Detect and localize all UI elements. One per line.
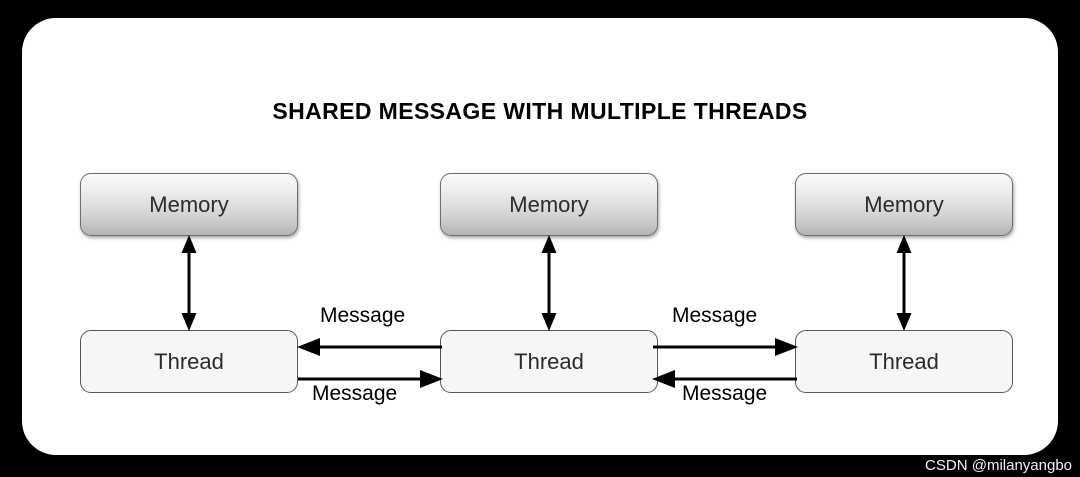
arrow-left-icon-right-to-center (651, 367, 799, 391)
message-label-center-to-left: Message (320, 304, 406, 327)
thread-label: Thread (869, 348, 939, 374)
message-label-right-to-center: Message (682, 382, 768, 405)
watermark: CSDN @milanyangbo (925, 457, 1072, 474)
double-arrow-icon-memory-thread-right (889, 234, 919, 332)
memory-box-left: Memory (80, 173, 298, 236)
memory-box-right: Memory (795, 173, 1013, 236)
thread-label: Thread (154, 348, 224, 374)
page-title: SHARED MESSAGE WITH MULTIPLE THREADS (272, 98, 808, 124)
message-label-left-to-center: Message (312, 382, 398, 405)
memory-label: Memory (509, 191, 589, 217)
thread-box-left: Thread (80, 330, 298, 393)
double-arrow-icon-memory-thread-left (174, 234, 204, 332)
double-arrow-icon-memory-thread-center (534, 234, 564, 332)
thread-box-right: Thread (795, 330, 1013, 393)
memory-box-center: Memory (440, 173, 658, 236)
arrow-right-icon-left-to-center (296, 367, 444, 391)
memory-label: Memory (149, 191, 229, 217)
memory-label: Memory (864, 191, 944, 217)
message-label-center-to-right: Message (672, 304, 758, 327)
thread-box-center: Thread (440, 330, 658, 393)
arrow-right-icon-center-to-right (651, 335, 799, 359)
arrow-left-icon-message-center-to-left (296, 335, 444, 359)
thread-label: Thread (514, 348, 584, 374)
diagram-panel: SHARED MESSAGE WITH MULTIPLE THREADS Mem… (22, 18, 1058, 455)
